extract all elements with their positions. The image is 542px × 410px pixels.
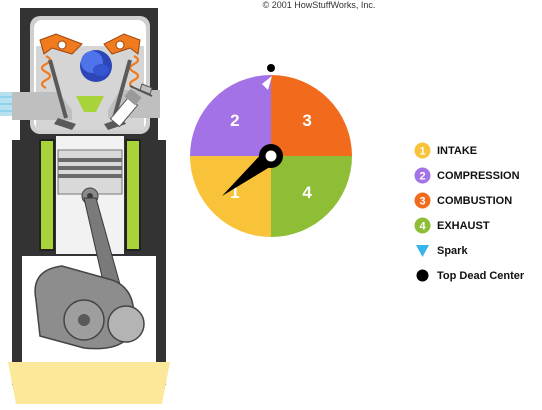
number-3-badge: 3 xyxy=(414,192,431,209)
spark-triangle-icon xyxy=(414,242,431,259)
legend-label: Spark xyxy=(437,245,468,257)
phase-number-3: 3 xyxy=(302,111,311,130)
legend-label: COMPRESSION xyxy=(437,170,520,182)
legend-badge-number: 3 xyxy=(419,196,425,208)
black-dot-icon xyxy=(414,267,431,284)
legend: 1 INTAKE 2 COMPRESSION 3 COMBUSTION 4 EXHAUST Sp… xyxy=(414,138,542,288)
legend-item-top-dead-center: Top Dead Center xyxy=(414,263,542,288)
legend-label: INTAKE xyxy=(437,145,477,157)
phase-number-2: 2 xyxy=(230,111,239,130)
legend-label: COMBUSTION xyxy=(437,195,512,207)
legend-item-exhaust: 4 EXHAUST xyxy=(414,213,542,238)
phase-number-4: 4 xyxy=(302,183,312,202)
legend-item-intake: 1 INTAKE xyxy=(414,138,542,163)
legend-label: EXHAUST xyxy=(437,220,490,232)
top-dead-center-dot xyxy=(267,64,275,72)
legend-badge-number: 2 xyxy=(419,171,425,183)
legend-item-combustion: 3 COMBUSTION xyxy=(414,188,542,213)
number-1-badge: 1 xyxy=(414,142,431,159)
number-4-badge: 4 xyxy=(414,217,431,234)
legend-item-spark: Spark xyxy=(414,238,542,263)
number-2-badge: 2 xyxy=(414,167,431,184)
legend-label: Top Dead Center xyxy=(437,270,524,282)
legend-badge-number: 4 xyxy=(419,221,426,233)
legend-item-compression: 2 COMPRESSION xyxy=(414,163,542,188)
legend-badge-number: 1 xyxy=(419,146,425,158)
